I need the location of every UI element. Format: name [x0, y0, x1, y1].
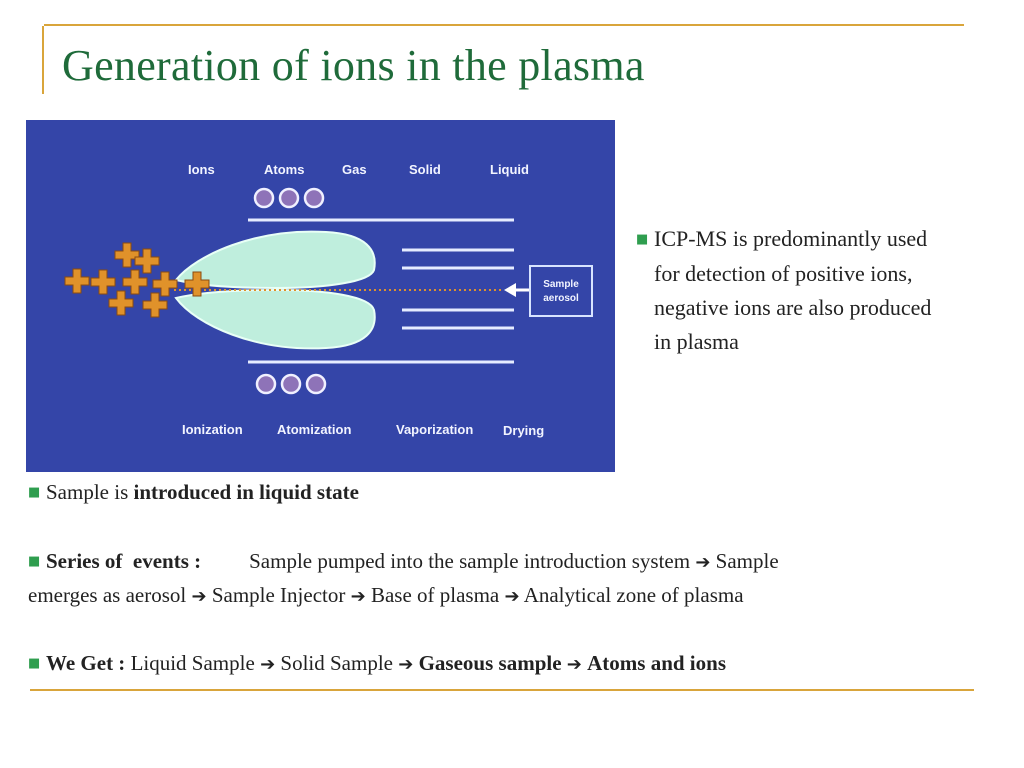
ion-4 [90, 269, 116, 295]
arrow-icon: ➔ [566, 654, 582, 675]
top-rule [44, 24, 964, 26]
side-note-line-4: in plasma [654, 329, 739, 354]
label-vaporization: Vaporization [396, 422, 473, 437]
side-note: ■ICP-MS is predominantly used for detect… [636, 222, 1016, 359]
arrow-icon: ➔ [398, 654, 414, 675]
label-gas: Gas [342, 162, 367, 177]
bullet-sample-introduced: ■Sample is introduced in liquid state [28, 476, 1013, 509]
slide-title: Generation of ions in the plasma [62, 41, 645, 90]
side-note-line-1: ■ICP-MS is predominantly used [636, 222, 1016, 257]
ion-2 [134, 248, 160, 274]
plasma-flame [174, 230, 376, 350]
bottom-atom-circles [255, 373, 327, 395]
label-atomization: Atomization [277, 422, 351, 437]
bullet-we-get: ■We Get : Liquid Sample ➔ Solid Sample ➔… [28, 647, 1013, 681]
bullet-icon: ■ [28, 485, 41, 500]
bullet-icon: ■ [28, 554, 41, 569]
ion-9 [142, 292, 168, 318]
ion-cluster [64, 242, 210, 318]
sample-aerosol-box [529, 265, 593, 317]
side-note-line-2: for detection of positive ions, [654, 261, 913, 286]
plasma-ionization-diagram: Ions Atoms Gas Solid Liquid Sample aeros… [26, 120, 615, 472]
arrow-icon: ➔ [695, 552, 711, 573]
aerosol-arrow [504, 283, 530, 297]
bullet-icon: ■ [636, 232, 649, 247]
bullet-icon: ■ [28, 656, 41, 671]
ion-3 [64, 268, 90, 294]
ion-5 [122, 269, 148, 295]
bullet-series-of-events: ■Series of events :Sample pumped into th… [28, 545, 1013, 579]
left-rule [42, 26, 44, 94]
top-atom-circles [253, 187, 325, 209]
series-of-events-continued: emerges as aerosol ➔ Sample Injector ➔ B… [28, 583, 744, 607]
ion-6 [152, 271, 178, 297]
label-ionization: Ionization [182, 422, 243, 437]
aerosol-label-line2: aerosol [543, 293, 579, 304]
side-note-line-3: negative ions are also produced [654, 295, 932, 320]
arrow-icon: ➔ [350, 586, 366, 607]
label-liquid: Liquid [490, 162, 529, 177]
arrow-icon: ➔ [504, 586, 520, 607]
aerosol-label-line1: Sample [543, 279, 579, 290]
label-atoms: Atoms [264, 162, 304, 177]
series-of-events-heading: Series of events : [46, 549, 202, 573]
arrow-icon: ➔ [260, 654, 276, 675]
torch-walls [248, 218, 514, 364]
ion-7 [184, 271, 210, 297]
label-solid: Solid [409, 162, 441, 177]
label-drying: Drying [503, 423, 544, 438]
bottom-rule [30, 689, 974, 691]
ion-8 [108, 290, 134, 316]
arrow-icon: ➔ [191, 586, 207, 607]
label-ions: Ions [188, 162, 215, 177]
